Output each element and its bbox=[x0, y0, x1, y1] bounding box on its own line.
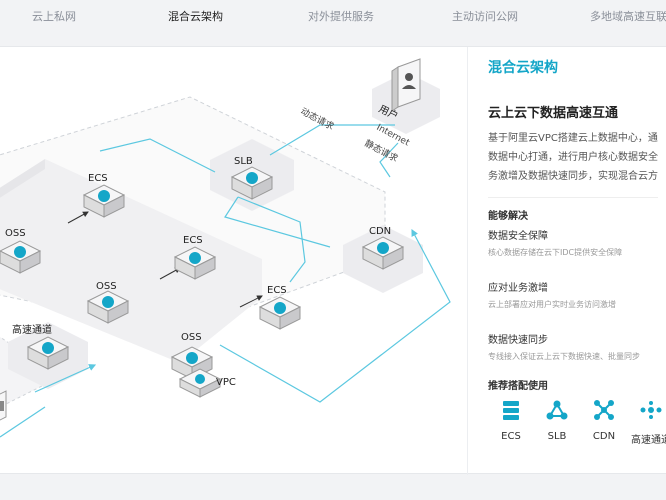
vpc-label: VPC bbox=[216, 377, 236, 388]
feature-desc-sync: 专线接入保证云上云下数据快速、批量同步 bbox=[488, 352, 640, 361]
oss-label-2: OSS bbox=[96, 281, 117, 292]
product-label: ECS bbox=[501, 431, 521, 442]
tab-hybrid-cloud[interactable]: 混合云架构 bbox=[168, 10, 223, 23]
feature-desc-surge: 云上部署应对用户实时业务访问激增 bbox=[488, 300, 616, 309]
tab-private-network[interactable]: 云上私网 bbox=[32, 10, 76, 23]
dynamic-request-label: 动态请求 bbox=[299, 105, 336, 133]
vpc-zone bbox=[0, 159, 262, 363]
product-ecs[interactable]: ECS bbox=[488, 399, 534, 445]
tab-external-service[interactable]: 对外提供服务 bbox=[308, 10, 374, 23]
oss-node-2[interactable]: OSS bbox=[86, 281, 130, 324]
info-panel: 混合云架构 云上云下数据高速互通 基于阿里云VPC搭建云上数据中心，通 数据中心… bbox=[488, 47, 666, 475]
server-icon bbox=[0, 401, 4, 411]
oss-label-3: OSS bbox=[181, 332, 202, 343]
ecs-node-3[interactable]: ECS bbox=[258, 285, 302, 330]
ecs-label-1: ECS bbox=[88, 173, 108, 184]
product-cdn[interactable]: CDN bbox=[581, 399, 627, 445]
info-subtitle: 云上云下数据高速互通 bbox=[488, 106, 619, 121]
tab-multi-region[interactable]: 多地域高速互联 bbox=[590, 10, 666, 23]
section-solve-title: 能够解决 bbox=[488, 211, 528, 222]
ecs-label-2: ECS bbox=[183, 235, 203, 246]
divider bbox=[488, 197, 658, 198]
product-label: SLB bbox=[547, 431, 567, 442]
highspeed-icon bbox=[42, 342, 54, 354]
ecs-label-3: ECS bbox=[267, 285, 287, 296]
oss-node-1[interactable]: OSS bbox=[0, 228, 42, 274]
scenario-card: ECS OSS ECS OSS bbox=[0, 46, 666, 475]
cdn-node[interactable]: CDN bbox=[361, 226, 405, 270]
highspeed-icon bbox=[640, 401, 662, 419]
slb-label: SLB bbox=[234, 156, 253, 167]
description-line: 基于阿里云VPC搭建云上数据中心，通 bbox=[488, 133, 658, 144]
feature-title-sync: 数据快速同步 bbox=[488, 335, 548, 346]
highspeed-label: 高速通道 bbox=[12, 323, 52, 336]
product-label: 高速通道 bbox=[631, 435, 666, 446]
oss-icon bbox=[102, 296, 114, 308]
oss-icon bbox=[186, 352, 198, 364]
feature-title-security: 数据安全保障 bbox=[488, 231, 548, 242]
architecture-diagram: ECS OSS ECS OSS bbox=[0, 47, 468, 475]
ecs-icon bbox=[98, 190, 110, 202]
ecs-icon bbox=[189, 252, 201, 264]
cdn-label: CDN bbox=[369, 226, 391, 237]
ecs-node-2[interactable]: ECS bbox=[173, 235, 217, 280]
user-icon bbox=[405, 73, 413, 81]
slb-icon bbox=[246, 172, 258, 184]
product-label: CDN bbox=[592, 431, 616, 442]
feature-desc-security: 核心数据存储在云下IDC提供安全保障 bbox=[488, 248, 623, 257]
tab-bar: 云上私网 混合云架构 对外提供服务 主动访问公网 多地域高速互联 bbox=[0, 0, 666, 32]
feature-title-surge: 应对业务激增 bbox=[488, 283, 548, 294]
description-line: 务激增及数据快速同步，实现混合云方 bbox=[488, 171, 658, 182]
slb-icon bbox=[546, 400, 568, 420]
ecs-icon bbox=[503, 401, 519, 420]
cdn-icon bbox=[594, 400, 614, 420]
info-description: 基于阿里云VPC搭建云上数据中心，通 数据中心打通，进行用户核心数据安全 务激增… bbox=[488, 129, 666, 186]
product-slb[interactable]: SLB bbox=[534, 399, 580, 445]
cdn-icon bbox=[377, 242, 389, 254]
highspeed-node[interactable]: 高速通道 bbox=[12, 323, 70, 370]
info-title: 混合云架构 bbox=[488, 60, 558, 76]
ecs-icon bbox=[274, 302, 286, 314]
idc-node[interactable] bbox=[0, 390, 7, 425]
vpc-node[interactable]: VPC bbox=[178, 368, 236, 398]
connection-lines bbox=[0, 124, 451, 438]
section-recommend-title: 推荐搭配使用 bbox=[488, 381, 548, 392]
vpc-icon bbox=[195, 374, 205, 384]
slb-node[interactable]: SLB bbox=[230, 156, 274, 200]
tab-public-access[interactable]: 主动访问公网 bbox=[452, 10, 518, 23]
ecs-node-1[interactable]: ECS bbox=[82, 173, 126, 218]
user-node[interactable]: 用户 bbox=[377, 58, 421, 122]
description-line: 数据中心打通，进行用户核心数据安全 bbox=[488, 152, 658, 163]
oss-icon bbox=[14, 246, 26, 258]
oss-label-1: OSS bbox=[5, 228, 26, 239]
product-highspeed[interactable]: 高速通道 bbox=[628, 399, 666, 446]
